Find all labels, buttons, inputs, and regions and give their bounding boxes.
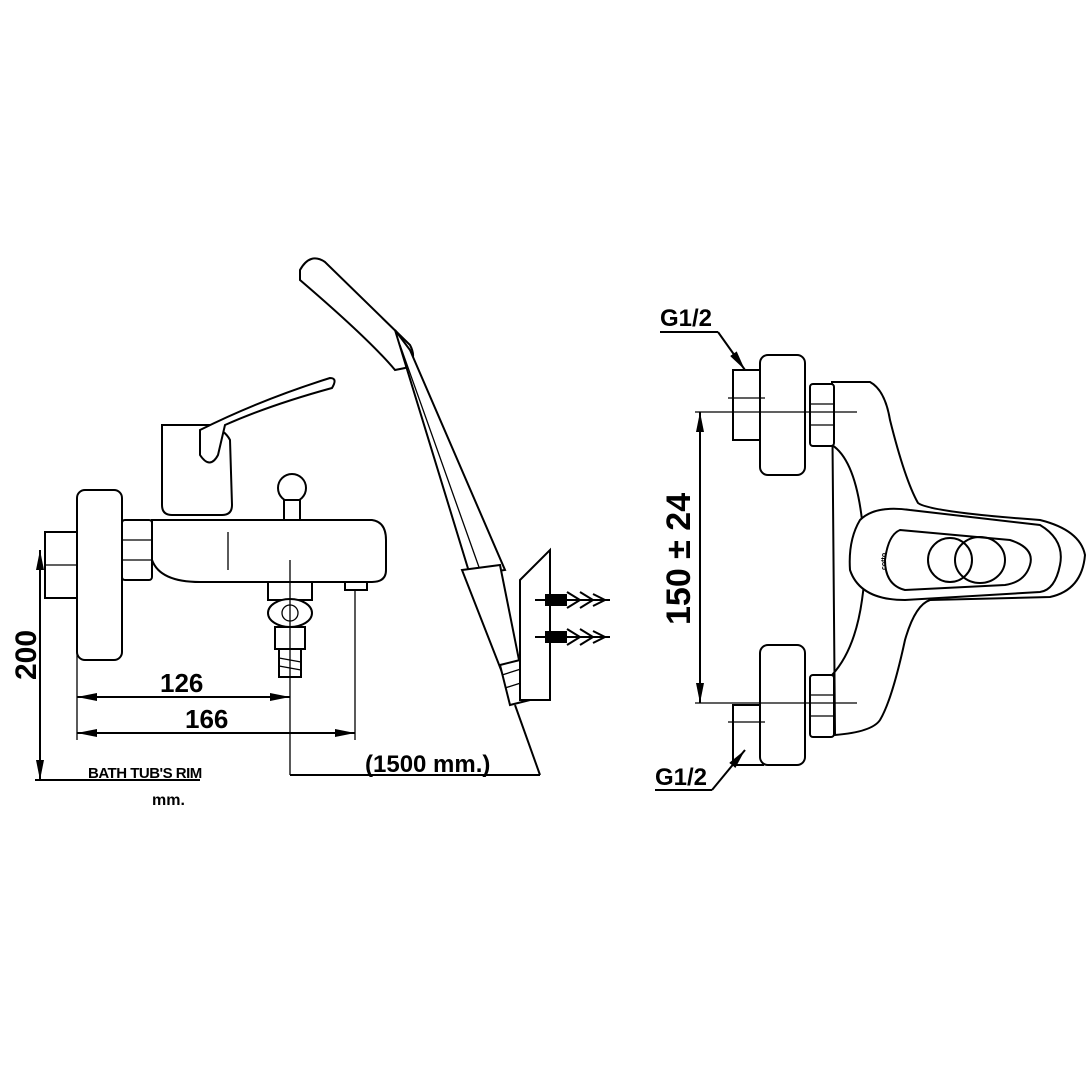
nut-top [809, 383, 835, 447]
height-dim-label: 200 [10, 630, 43, 680]
left-dimensions: 200 126 166 (1500 mm.) BATH TUB'S RIM mm… [10, 550, 540, 809]
mixer-body [151, 519, 387, 583]
units-label: mm. [152, 792, 185, 809]
dim-166-label: 166 [185, 704, 228, 734]
shower-head [299, 257, 415, 372]
brand-logo: cotto [881, 553, 888, 570]
nut-bottom [809, 674, 835, 738]
inlet-pipe-bottom [732, 704, 764, 766]
right-dimensions: 150 ± 24 G1/2 G1/2 [655, 305, 857, 791]
lever-handle [199, 376, 336, 464]
wall-flange [76, 489, 123, 661]
mixer-side-view [44, 376, 387, 678]
nut [121, 519, 153, 581]
hand-shower [299, 257, 610, 776]
dim-126-label: 126 [160, 668, 203, 698]
hose-length-label: (1500 mm.) [365, 751, 490, 778]
diverter-knob [277, 473, 307, 503]
wall-bracket [519, 547, 551, 701]
rim-label: BATH TUB'S RIM [88, 765, 202, 782]
mixer-front-view: cotto [728, 354, 1087, 766]
flange-bottom [759, 644, 806, 766]
wall-plug-screws [535, 591, 610, 646]
spacing-dim-label: 150 ± 24 [660, 493, 698, 625]
flange-top [759, 354, 806, 476]
inlet-bottom-label: G1/2 [655, 764, 707, 791]
inlet-top-label: G1/2 [660, 305, 712, 332]
inlet-pipe-top [732, 369, 764, 441]
